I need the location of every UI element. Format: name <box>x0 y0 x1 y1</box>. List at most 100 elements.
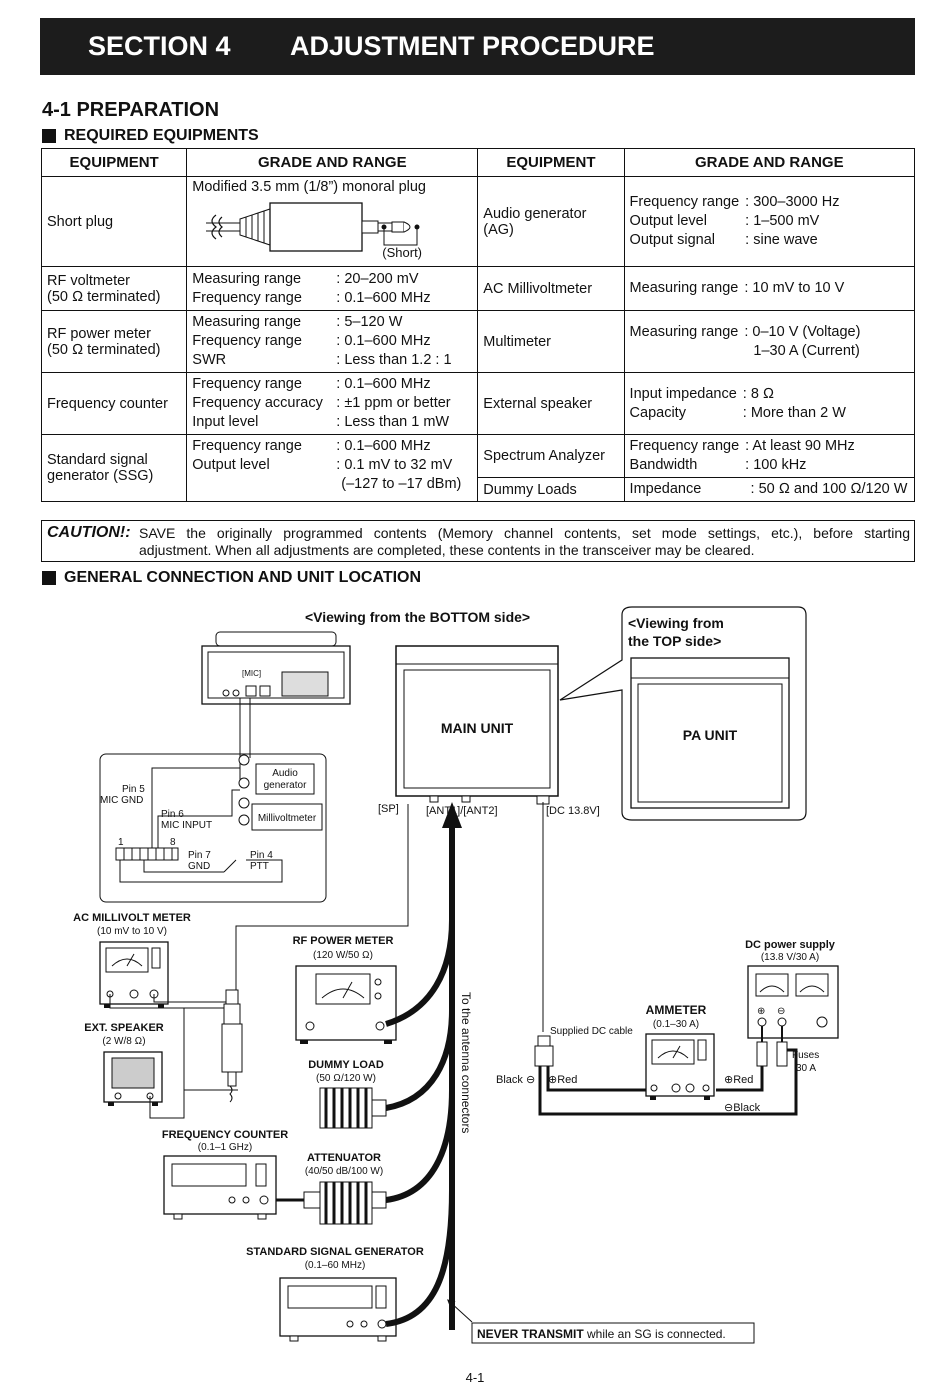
table-row: Dummy Loads Impedance: 50 Ω and 100 Ω/12… <box>42 477 916 502</box>
grade-range: Measuring range: 20–200 mV Frequency ran… <box>186 266 479 311</box>
column-header: EQUIPMENT <box>477 148 625 177</box>
table-row: Short plug Modified 3.5 mm (1/8”) monora… <box>40 176 916 267</box>
freq-counter-range: (0.1–1 GHz) <box>198 1142 252 1153</box>
ssg-title: STANDARD SIGNAL GENERATOR <box>246 1246 424 1258</box>
never-transmit-box <box>471 1322 755 1344</box>
ac-mv-range: (10 mV to 10 V) <box>97 926 167 937</box>
connection-heading: GENERAL CONNECTION AND UNIT LOCATION <box>42 569 421 587</box>
ac-millivolt-meter-icon <box>99 941 169 1008</box>
equipment-name: Multimeter <box>477 310 625 373</box>
caution-box: CAUTION!: SAVE the originally programmed… <box>41 520 915 562</box>
dc-power-supply-range: (13.8 V/30 A) <box>761 952 819 963</box>
attenuator-icon <box>276 1181 387 1225</box>
pin4-desc: PTT <box>250 861 269 872</box>
section-header: SECTION 4 ADJUSTMENT PROCEDURE <box>40 18 915 75</box>
dc-power-supply-title: DC power supply <box>745 939 836 951</box>
short-plug-desc: Modified 3.5 mm (1/8”) monoral plug <box>192 179 426 195</box>
pin5-desc: MIC GND <box>100 795 143 806</box>
section-title: ADJUSTMENT PROCEDURE <box>290 31 655 61</box>
fuse-icon <box>756 1026 788 1067</box>
antenna-cables <box>385 828 455 1330</box>
equipment-name: Dummy Loads <box>477 477 625 502</box>
connection-diagram: <Viewing from the BOTTOM side> MAIN UNIT… <box>73 606 839 1344</box>
ext-speaker-title: EXT. SPEAKER <box>84 1022 164 1034</box>
pa-unit-label: PA UNIT <box>683 727 738 743</box>
dc-wires <box>538 1048 798 1116</box>
rf-power-meter-title: RF POWER METER <box>293 935 394 947</box>
black-wire-label-1: Black ⊖ <box>496 1074 535 1086</box>
dummy-load-range: (50 Ω/120 W) <box>316 1073 376 1084</box>
attenuator-range: (40/50 dB/100 W) <box>305 1166 383 1177</box>
heading-bullet-icon <box>42 129 56 143</box>
dummy-load-icon <box>319 1087 387 1129</box>
pin-8-label: 8 <box>170 837 176 848</box>
pin6-label: Pin 6 <box>161 809 184 820</box>
main-unit-label: MAIN UNIT <box>441 720 514 736</box>
heading-bullet-icon <box>42 571 56 585</box>
top-view-label-2: the TOP side> <box>628 633 721 649</box>
table-row: RF voltmeter(50 Ω terminated) Measuring … <box>40 266 916 311</box>
plug-icon <box>221 989 243 1103</box>
equipment-table: EQUIPMENT GRADE AND RANGE EQUIPMENT GRAD… <box>40 148 916 502</box>
frequency-counter-icon <box>163 1155 277 1220</box>
black-wire-label-2: ⊖Black <box>724 1102 761 1114</box>
up-arrow-icon <box>442 802 462 828</box>
freq-counter-title: FREQUENCY COUNTER <box>162 1129 288 1141</box>
section-number: SECTION 4 <box>88 31 231 61</box>
grade-range: Frequency range: 0.1–600 MHz Output leve… <box>186 434 479 502</box>
mic-wiring-box: Audio generator Millivoltmeter Pin 5 MIC… <box>99 698 327 903</box>
short-plug-figure: (Short) <box>192 195 472 263</box>
table-row: Frequency counter Frequency range: 0.1–6… <box>40 372 916 435</box>
preparation-heading: 4-1 PREPARATION <box>42 99 220 121</box>
column-header: EQUIPMENT <box>40 148 188 177</box>
grade-range: Measuring range: 5–120 W Frequency range… <box>186 310 479 373</box>
caution-line-2: adjustment. When all adjustments are com… <box>139 542 755 558</box>
millivolt-label: Millivoltmeter <box>258 813 317 824</box>
column-header: GRADE AND RANGE <box>186 148 479 177</box>
connection-heading-label: GENERAL CONNECTION AND UNIT LOCATION <box>64 569 422 586</box>
grade-range: Measuring range: 0–10 V (Voltage) 1–30 A… <box>623 310 916 373</box>
pin7-label: Pin 7 <box>188 850 211 861</box>
pin7-desc: GND <box>188 861 210 872</box>
sp-label: [SP] <box>378 803 399 815</box>
page-number: 4-1 <box>465 1370 485 1385</box>
top-view-label-1: <Viewing from <box>628 615 724 631</box>
grade-range: Impedance: 50 Ω and 100 Ω/120 W <box>623 477 916 502</box>
equipment-name: RF voltmeter(50 Ω terminated) <box>40 266 188 311</box>
top-view-callout: <Viewing from the TOP side> PA UNIT <box>559 606 807 821</box>
equipment-name: Frequency counter <box>40 372 188 435</box>
short-label: (Short) <box>382 245 423 260</box>
pin5-label: Pin 5 <box>122 784 145 795</box>
ext-speaker-range: (2 W/8 Ω) <box>102 1036 145 1047</box>
ssg-range: (0.1–60 MHz) <box>305 1260 366 1271</box>
audio-gen-label-2: generator <box>264 780 307 791</box>
rf-power-meter-range: (120 W/50 Ω) <box>313 950 373 961</box>
red-wire-label-2: ⊕Red <box>724 1074 753 1086</box>
dc-connector-icon <box>534 1035 554 1067</box>
required-equipments-heading: REQUIRED EQUIPMENTS <box>42 127 259 145</box>
never-transmit-text: NEVER TRANSMIT while an SG is connected. <box>477 1327 726 1341</box>
audio-gen-label-1: Audio <box>272 768 298 779</box>
ant-label: [ANT1]/[ANT2] <box>426 805 498 817</box>
minus-symbol: ⊖ <box>777 1006 785 1017</box>
pin4-label: Pin 4 <box>250 850 273 861</box>
to-antenna-label: To the antenna connectors <box>459 992 473 1133</box>
attenuator-title: ATTENUATOR <box>307 1152 381 1164</box>
column-header: GRADE AND RANGE <box>623 148 916 177</box>
supplied-cable-label: Supplied DC cable <box>550 1026 633 1037</box>
plug-icon <box>206 202 420 252</box>
plus-symbol: ⊕ <box>757 1006 765 1017</box>
equipment-name: Short plug <box>40 176 188 267</box>
dc-label: [DC 13.8V] <box>546 805 600 817</box>
fuses-rating: 30 A <box>796 1063 816 1074</box>
grade-range: Frequency range: 300–3000 Hz Output leve… <box>623 176 916 267</box>
main-unit: MAIN UNIT <box>395 645 559 805</box>
bottom-view-label: <Viewing from the BOTTOM side> <box>305 609 530 625</box>
grade-range: Frequency range: At least 90 MHz Bandwid… <box>623 434 916 478</box>
rf-power-meter-icon <box>295 965 397 1044</box>
equipment-name: RF power meter(50 Ω terminated) <box>40 310 188 373</box>
grade-range: Measuring range: 10 mV to 10 V <box>623 266 916 311</box>
pin-1-label: 1 <box>118 837 124 848</box>
ammeter-icon <box>645 1033 715 1100</box>
